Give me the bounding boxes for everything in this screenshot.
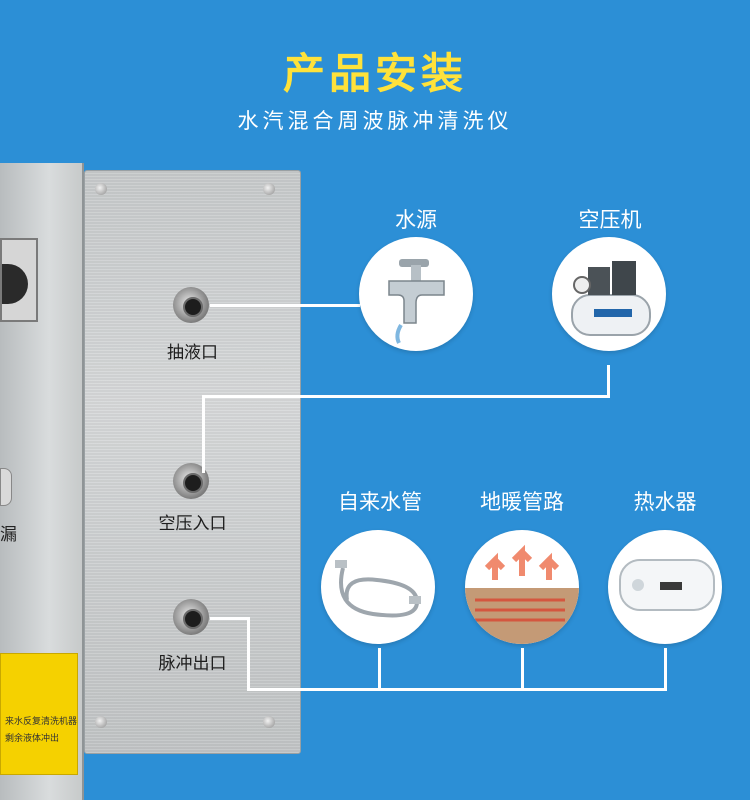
machine-body: 漏 来水反复清洗机器数次 剩余液体冲出 [0, 163, 84, 800]
connector-line [607, 365, 610, 397]
screw-icon [263, 716, 275, 728]
page-title: 产品安装 [282, 49, 467, 98]
floor-heating-icon [465, 544, 579, 644]
machine-knob [0, 468, 12, 506]
faucet-icon [388, 259, 445, 344]
water-source-circle [359, 237, 473, 351]
warning-line: 剩余液体冲出 [5, 734, 60, 744]
air-inlet-fitting[interactable] [171, 461, 211, 501]
water-heater-icon [619, 559, 715, 611]
water-pipe-label: 自来水管 [338, 490, 422, 514]
screw-icon [263, 183, 275, 195]
air-compressor-label: 空压机 [578, 208, 642, 232]
machine-partial-label: 漏 [0, 525, 17, 545]
connector-line [210, 617, 250, 620]
connection-panel: 抽液口 空压入口 脉冲出口 [84, 170, 301, 754]
water-heater-circle [608, 530, 722, 644]
screw-icon [95, 716, 107, 728]
screw-icon [95, 183, 107, 195]
timer-dial-face [2, 264, 28, 304]
connector-line [247, 688, 667, 691]
air-compressor-icon [571, 261, 651, 336]
suction-port-fitting[interactable] [171, 285, 211, 325]
floor-heating-circle [465, 530, 579, 644]
connector-line [378, 648, 381, 690]
pulse-outlet-fitting[interactable] [171, 597, 211, 637]
connector-line [521, 648, 524, 690]
suction-port-label: 抽液口 [167, 343, 218, 363]
floor-heating-label: 地暖管路 [480, 490, 564, 514]
water-source-label: 水源 [395, 208, 437, 232]
air-compressor-circle [552, 237, 666, 351]
page-subtitle: 水汽混合周波脉冲清洗仪 [237, 109, 513, 133]
warning-sticker: 来水反复清洗机器数次 剩余液体冲出 [0, 653, 78, 775]
pulse-outlet-label: 脉冲出口 [158, 654, 227, 674]
connector-line [202, 395, 205, 473]
connector-line [210, 304, 360, 307]
connector-line [664, 648, 667, 690]
air-inlet-label: 空压入口 [158, 514, 227, 534]
warning-line: 来水反复清洗机器数次 [5, 717, 77, 727]
water-pipe-circle [321, 530, 435, 644]
water-hose-icon [335, 560, 421, 618]
connector-line [202, 395, 610, 398]
timer-dial [0, 238, 38, 322]
water-heater-label: 热水器 [633, 490, 697, 514]
connector-line [247, 617, 250, 690]
